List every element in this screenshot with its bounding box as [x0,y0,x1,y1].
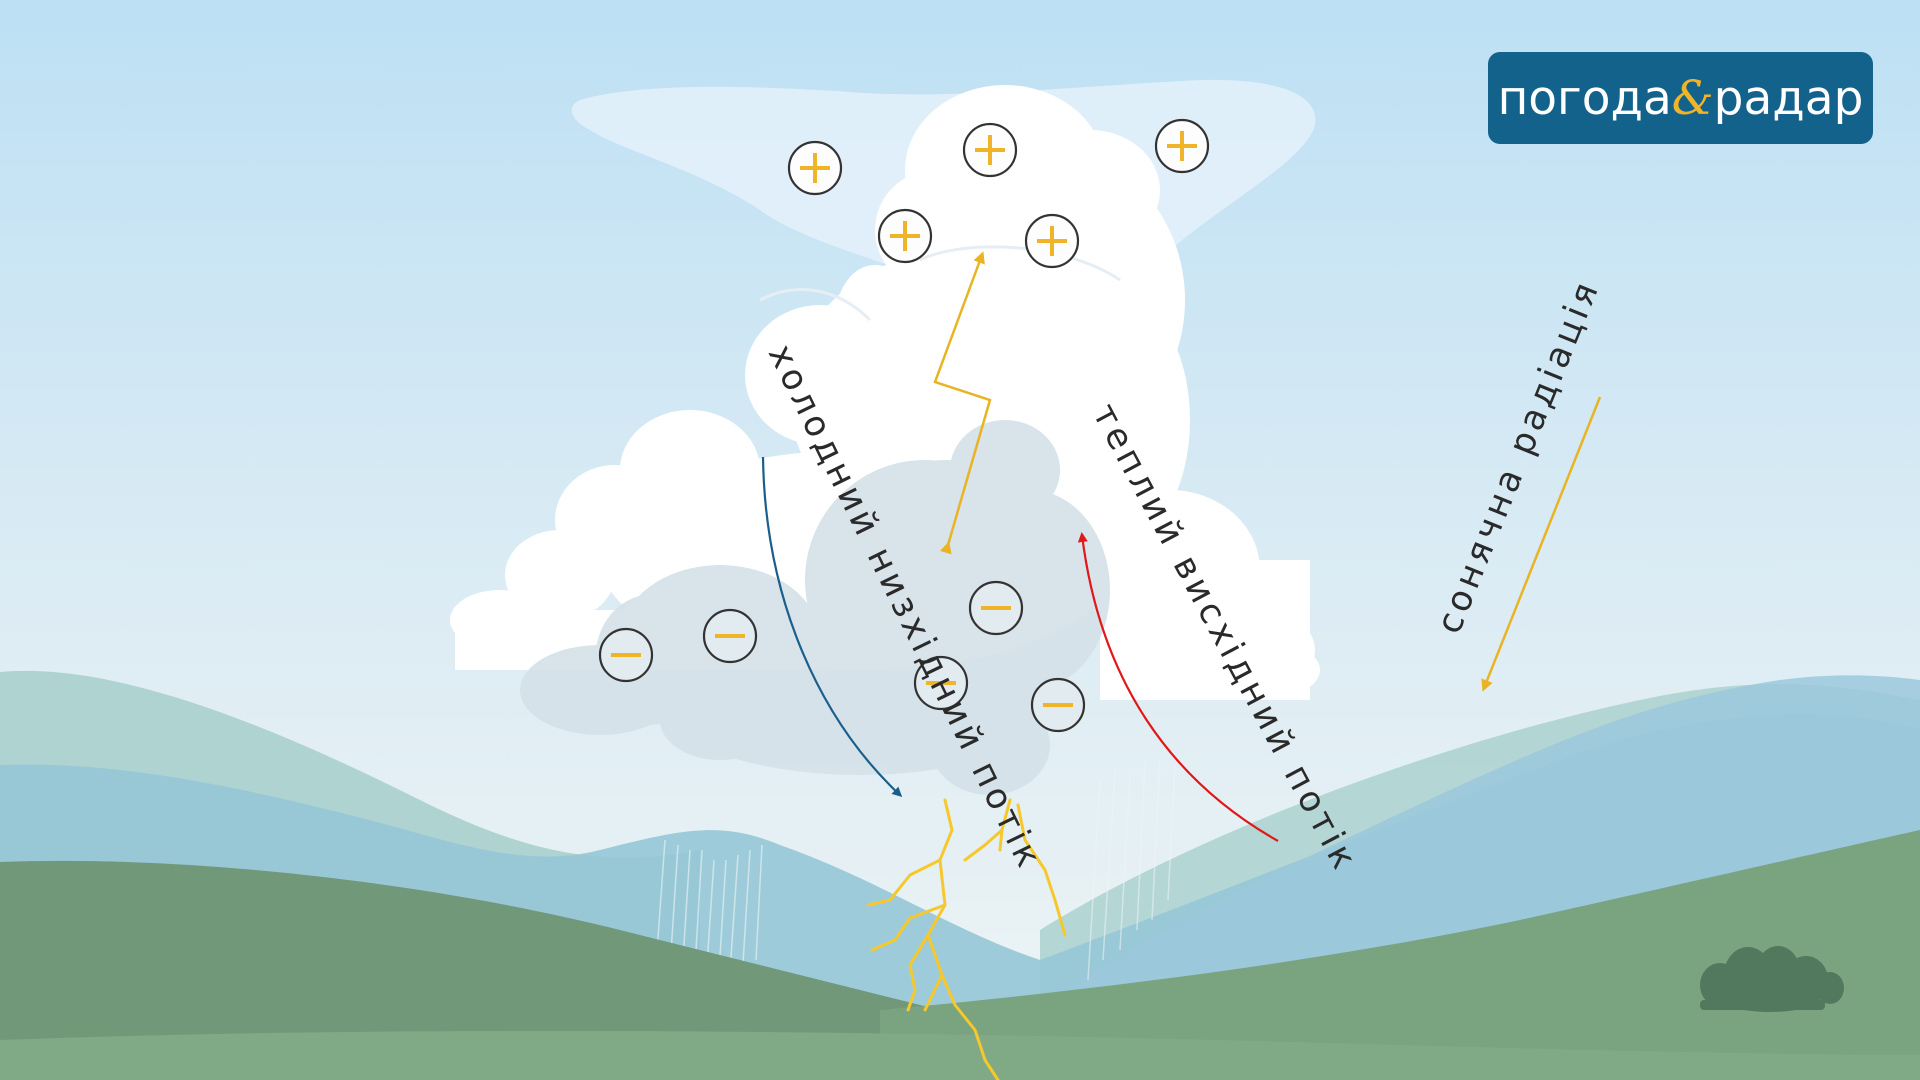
logo-text-right: радар [1713,70,1864,126]
positive-charge [877,208,933,264]
positive-charge [1154,118,1210,174]
solar-radiation-arrow [1481,396,1602,692]
positive-charge [962,122,1018,178]
internal-lightning-arrow [933,251,992,555]
rain-right [1087,759,1176,981]
logo-text-left: погода [1497,70,1672,126]
lightning-bolts [866,798,1067,1080]
negative-charge [913,655,969,711]
cloud-outline [759,245,1121,322]
logo-ampersand: & [1671,70,1714,126]
negative-charge [702,608,758,664]
brand-logo[interactable]: погода&радар [1488,52,1873,144]
trees [1700,946,1844,1012]
positive-charges [787,118,1210,269]
positive-charge [1024,213,1080,269]
green-foreground [0,1030,1920,1080]
negative-charge [598,627,654,683]
negative-charges [598,580,1086,733]
negative-charge [1030,677,1086,733]
cold-downdraft-arrow [761,456,903,798]
green-hill-left [0,860,960,1080]
warm-updraft-arrow [1077,532,1279,842]
negative-charge [968,580,1024,636]
green-hill-right [880,830,1920,1080]
positive-charge [787,140,843,196]
